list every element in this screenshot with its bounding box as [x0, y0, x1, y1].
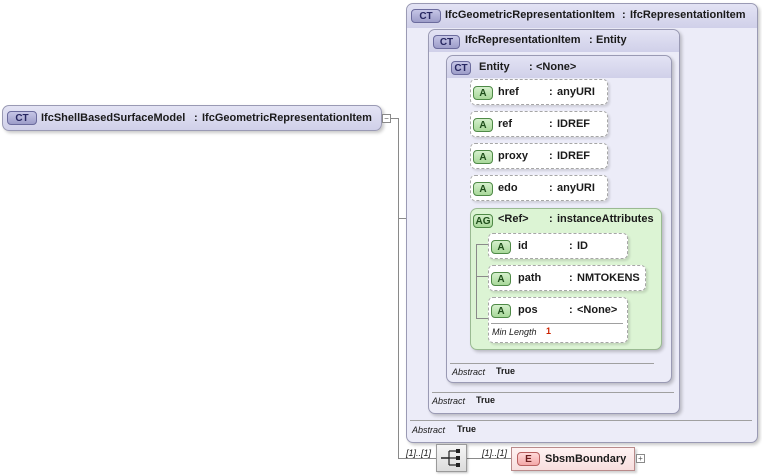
- attribute-icon: A: [491, 240, 511, 254]
- abstract-value: True: [476, 395, 496, 405]
- connector: [398, 458, 436, 459]
- attribute-name: pos: [518, 304, 538, 316]
- attribute-edo[interactable]: A edo : anyURI: [470, 175, 608, 201]
- main-type-box[interactable]: CT IfcShellBasedSurfaceModel : IfcGeomet…: [2, 105, 382, 131]
- main-type-colon: :: [194, 112, 198, 124]
- repr-item-name: IfcRepresentationItem: [465, 34, 581, 46]
- attribute-colon: :: [549, 118, 553, 130]
- divider: [410, 420, 752, 421]
- complex-type-icon: CT: [7, 111, 37, 125]
- element-sbsm-boundary[interactable]: E SbsmBoundary: [511, 447, 635, 471]
- connector: [467, 458, 511, 459]
- entity-base: <None>: [536, 61, 577, 73]
- divider: [450, 363, 654, 364]
- attribute-type: NMTOKENS: [577, 272, 640, 284]
- attribute-icon: A: [473, 150, 493, 164]
- repr-item-colon: :: [589, 34, 593, 46]
- attribute-icon: A: [473, 118, 493, 132]
- element-cardinality: [1]..[1]: [482, 448, 508, 458]
- repr-item-base: Entity: [596, 34, 627, 46]
- connector: [476, 276, 488, 277]
- attribute-type: anyURI: [557, 86, 595, 98]
- attribute-group-icon: AG: [473, 214, 493, 228]
- attribute-colon: :: [549, 150, 553, 162]
- attribute-icon: A: [473, 86, 493, 100]
- facet-label: Min Length: [492, 327, 537, 337]
- abstract-label: Abstract: [432, 396, 466, 406]
- geom-item-base: IfcRepresentationItem: [630, 9, 746, 21]
- connector: [398, 118, 399, 458]
- attribute-name: id: [518, 240, 528, 252]
- divider: [491, 323, 623, 324]
- attribute-colon: :: [569, 304, 573, 316]
- attribute-type: IDREF: [557, 118, 590, 130]
- attribute-colon: :: [569, 240, 573, 252]
- expand-icon[interactable]: −: [382, 114, 391, 123]
- complex-type-icon: CT: [433, 35, 460, 49]
- attribute-id[interactable]: A id : ID: [488, 233, 628, 259]
- entity-name: Entity: [479, 61, 510, 73]
- sequence-cardinality: [1]..[1]: [406, 448, 432, 458]
- attribute-proxy[interactable]: A proxy : IDREF: [470, 143, 608, 169]
- attribute-icon: A: [491, 272, 511, 286]
- main-type-base: IfcGeometricRepresentationItem: [202, 112, 372, 124]
- connector: [476, 318, 488, 319]
- attribute-icon: A: [491, 304, 511, 318]
- abstract-value: True: [496, 366, 516, 376]
- sequence-icon: [441, 449, 460, 467]
- attribute-name: edo: [498, 182, 518, 194]
- connector: [398, 218, 406, 219]
- attribute-href[interactable]: A href : anyURI: [470, 79, 608, 105]
- abstract-value: True: [457, 424, 477, 434]
- expand-icon[interactable]: +: [636, 454, 645, 463]
- attribute-type: <None>: [577, 304, 618, 316]
- attribute-colon: :: [549, 86, 553, 98]
- attribute-colon: :: [549, 182, 553, 194]
- abstract-label: Abstract: [452, 367, 486, 377]
- attribute-name: proxy: [498, 150, 528, 162]
- attribute-type: IDREF: [557, 150, 590, 162]
- complex-type-icon: CT: [411, 9, 441, 23]
- attribute-path[interactable]: A path : NMTOKENS: [488, 265, 646, 291]
- abstract-label: Abstract: [412, 425, 446, 435]
- element-icon: E: [517, 452, 540, 466]
- divider: [432, 392, 674, 393]
- attribute-group-type: instanceAttributes: [557, 213, 654, 225]
- connector: [388, 118, 398, 119]
- attribute-pos[interactable]: A pos : <None> Min Length 1: [488, 297, 628, 343]
- geom-item-colon: :: [622, 9, 626, 21]
- attribute-group-colon: :: [549, 213, 553, 225]
- connector: [476, 244, 488, 245]
- attribute-ref[interactable]: A ref : IDREF: [470, 111, 608, 137]
- attribute-name: href: [498, 86, 519, 98]
- attribute-icon: A: [473, 182, 493, 196]
- attribute-colon: :: [569, 272, 573, 284]
- facet-value: 1: [546, 326, 552, 336]
- attribute-name: ref: [498, 118, 513, 130]
- complex-type-icon: CT: [451, 61, 471, 75]
- connector: [476, 244, 477, 318]
- main-type-name: IfcShellBasedSurfaceModel: [41, 112, 186, 124]
- attribute-name: path: [518, 272, 542, 284]
- entity-header: [447, 56, 671, 78]
- entity-colon: :: [529, 61, 533, 73]
- repr-item-header: [429, 30, 679, 52]
- element-name: SbsmBoundary: [545, 453, 627, 465]
- attribute-type: anyURI: [557, 182, 595, 194]
- geom-item-header: [407, 4, 757, 28]
- attribute-type: ID: [577, 240, 588, 252]
- attribute-group-name: <Ref>: [498, 213, 529, 225]
- sequence-compositor[interactable]: [436, 444, 467, 472]
- geom-item-name: IfcGeometricRepresentationItem: [445, 9, 615, 21]
